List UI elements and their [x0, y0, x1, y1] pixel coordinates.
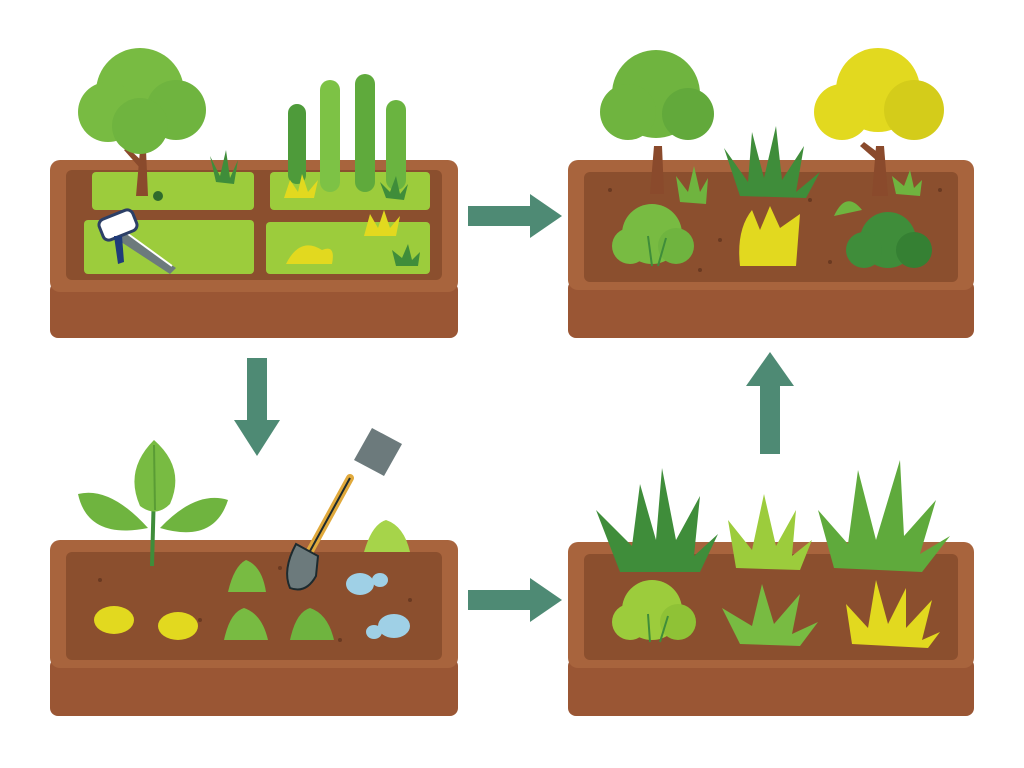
blue-pebble: [372, 573, 388, 587]
leaf-sapling: [78, 440, 228, 567]
blue-pebble: [346, 573, 374, 595]
spiky-plant: [818, 460, 950, 572]
sprout: [210, 150, 238, 184]
stage-1-planted-plots: [50, 48, 458, 338]
yellow-stone: [94, 606, 134, 634]
soil-specks: [98, 566, 412, 642]
pebble-dark: [153, 191, 163, 201]
sprout: [676, 166, 708, 204]
dark-shrub: [846, 212, 932, 268]
spiky-plant: [728, 494, 812, 570]
bed-front: [50, 282, 458, 338]
seedling: [364, 520, 410, 552]
stage-3-planting-seedlings: [50, 428, 458, 716]
green-tuft: [722, 584, 818, 646]
spiky-plant: [596, 468, 718, 572]
yellow-flower: [364, 210, 400, 236]
bed-front: [568, 658, 974, 716]
blue-pebble: [366, 625, 382, 639]
shovel: [286, 428, 402, 591]
arrow-right-top: [468, 194, 562, 238]
leafy-bush: [612, 580, 696, 643]
yellow-shrub: [286, 245, 333, 264]
blue-pebble: [378, 614, 410, 638]
yellow-tree: [814, 48, 944, 196]
yellow-stone: [158, 612, 198, 640]
stage-2-mature-garden: [568, 48, 974, 338]
spiky-plant: [724, 126, 820, 198]
grass-plot: [266, 222, 430, 274]
arrow-down-left: [234, 358, 280, 456]
soil-specks: [608, 188, 942, 272]
trowel-tool: [97, 208, 176, 274]
seedling: [290, 608, 334, 640]
yellow-grass-tuft: [846, 580, 940, 648]
sprout: [834, 201, 862, 216]
leafy-shrub: [612, 204, 694, 267]
stage-4-growing-plants: [568, 460, 974, 716]
bed-front: [50, 658, 458, 716]
round-tree: [78, 48, 206, 196]
sprout: [892, 170, 922, 196]
arrow-right-bottom: [468, 578, 562, 622]
yellow-flower: [284, 174, 318, 198]
columnar-plants: [288, 74, 406, 192]
sprout: [392, 244, 420, 266]
seedling: [228, 560, 266, 592]
seedling: [224, 608, 268, 640]
grass-plot: [92, 172, 254, 210]
yellow-plant: [739, 206, 800, 266]
arrow-up-right: [746, 352, 794, 454]
green-tree: [600, 50, 714, 194]
sprout: [380, 176, 408, 200]
bed-front: [568, 280, 974, 338]
